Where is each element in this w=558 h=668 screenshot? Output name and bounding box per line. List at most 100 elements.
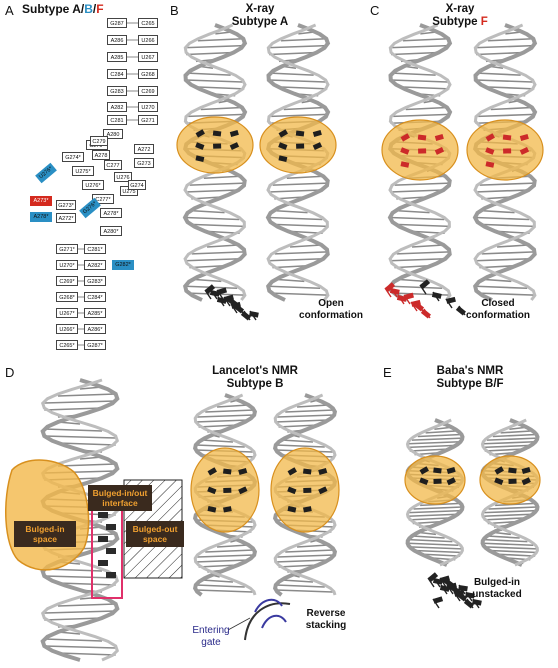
base-pair-rung: [189, 182, 245, 186]
bulged-in-unstacked-bases: [427, 572, 482, 609]
nucleotide-box: G283: [107, 86, 127, 96]
base-pair-rung: [496, 553, 536, 557]
base-pair-rung: [192, 278, 222, 283]
base-pair-rung: [480, 223, 536, 228]
rna-helix-b2: [259, 23, 337, 302]
base-pair-rung: [478, 292, 535, 296]
label-interface: Bulged-in/out interface: [88, 485, 152, 511]
base-pair-rung: [275, 559, 329, 563]
closed-conformation-red-bases: [384, 282, 431, 319]
bulge-base: [222, 506, 232, 513]
base-pair-rung: [483, 517, 527, 521]
base-pair-rung: [482, 542, 534, 547]
base-pair-rung: [280, 37, 327, 42]
base-pair-rung: [269, 44, 327, 49]
base-pair-rung: [268, 285, 321, 290]
base-pair-rung: [483, 538, 528, 543]
interface-base: [98, 560, 108, 566]
base-pair-rung: [390, 79, 448, 83]
base-pair-rung: [391, 51, 439, 56]
base-pair-rung: [425, 430, 458, 434]
base-pair-rung: [402, 37, 449, 42]
title-prefix: Subtype A/: [22, 2, 85, 16]
base-pair-rung: [44, 575, 116, 579]
rna-helix-e1: [404, 418, 466, 567]
base-pair-rung: [270, 72, 314, 76]
nucleotide-box: C265*: [56, 340, 78, 350]
base-pair-rung: [413, 506, 463, 510]
base-pair-rung: [394, 182, 450, 186]
interface-base: [106, 548, 116, 554]
base-pair-rung: [201, 439, 234, 443]
base-pair-rung: [488, 506, 538, 510]
bulge-base: [485, 133, 495, 142]
base-pair-rung: [409, 448, 450, 452]
bulge-base: [519, 146, 530, 155]
bulge-base: [494, 477, 504, 486]
base-pair-rung: [475, 285, 528, 290]
base-pair-rung: [274, 251, 328, 255]
base-pair-rung: [205, 409, 255, 413]
panel-c-title: X-ray Subtype F: [400, 3, 520, 29]
base-pair-rung: [285, 409, 335, 413]
bulge-base: [433, 478, 442, 484]
base-pair-rung: [411, 437, 463, 441]
panel-e-title-line1: Baba's NMR: [436, 365, 504, 377]
base-pair-rung: [191, 251, 245, 255]
base-pair-rung: [289, 244, 322, 248]
rna-helix-c2: [466, 23, 544, 302]
nucleotide-box: G273*: [56, 200, 76, 210]
bulge-base: [312, 142, 323, 151]
base-pair-rung: [397, 278, 427, 283]
base-pair-rung: [44, 617, 103, 621]
base-pair-rung: [474, 216, 530, 221]
base-pair-rung: [57, 582, 116, 586]
bulge-base: [195, 129, 205, 138]
interface-base: [106, 572, 116, 578]
base-pair-rung: [269, 51, 317, 56]
panel-c-title-f: F: [480, 16, 488, 28]
base-pair-rung: [198, 564, 239, 568]
base-pair-rung: [275, 278, 305, 283]
base-pair-rung: [409, 546, 462, 550]
base-pair-rung: [296, 544, 329, 548]
base-pair-rung: [190, 223, 246, 228]
base-pair-rung: [44, 435, 116, 439]
bulge-base: [207, 486, 217, 495]
bulge-base: [207, 467, 217, 476]
panel-b-title: X-ray Subtype A: [200, 3, 320, 29]
bulge-base: [508, 478, 517, 484]
base-pair-rung: [414, 549, 463, 554]
nucleotide-box: U276*: [82, 180, 104, 190]
base-pair-rung: [273, 209, 308, 214]
base-pair-rung: [391, 44, 449, 49]
panel-a-title: Subtype A/B/F: [22, 2, 104, 16]
nucleotide-box: G274: [128, 180, 146, 190]
base-pair-rung: [195, 444, 245, 448]
interface-base: [98, 536, 108, 542]
bulge-base: [303, 487, 312, 494]
base-pair-rung: [487, 37, 534, 42]
base-pair-rung: [275, 589, 333, 593]
base-pair-rung: [190, 209, 225, 214]
tag-a273: A273*: [30, 196, 52, 206]
base-pair-rung: [195, 584, 245, 588]
base-pair-rung: [495, 502, 536, 507]
base-pair-rung: [281, 439, 314, 443]
nucleotide-box: C284: [107, 69, 127, 79]
nucleotide-box: U270*: [56, 260, 78, 270]
base-pair-rung: [500, 430, 533, 434]
nucleotide-box: A280*: [100, 226, 122, 236]
base-pair-rung: [395, 223, 451, 228]
base-pair-rung: [407, 513, 458, 518]
base-pair-rung: [420, 502, 461, 507]
bulge-base: [446, 466, 456, 474]
base-pair-rung: [216, 404, 249, 408]
base-pair-rung: [486, 437, 538, 441]
base-pair-rung: [392, 72, 436, 76]
base-pair-rung: [197, 37, 244, 42]
closed-conformation-dark-bases: [419, 279, 466, 316]
